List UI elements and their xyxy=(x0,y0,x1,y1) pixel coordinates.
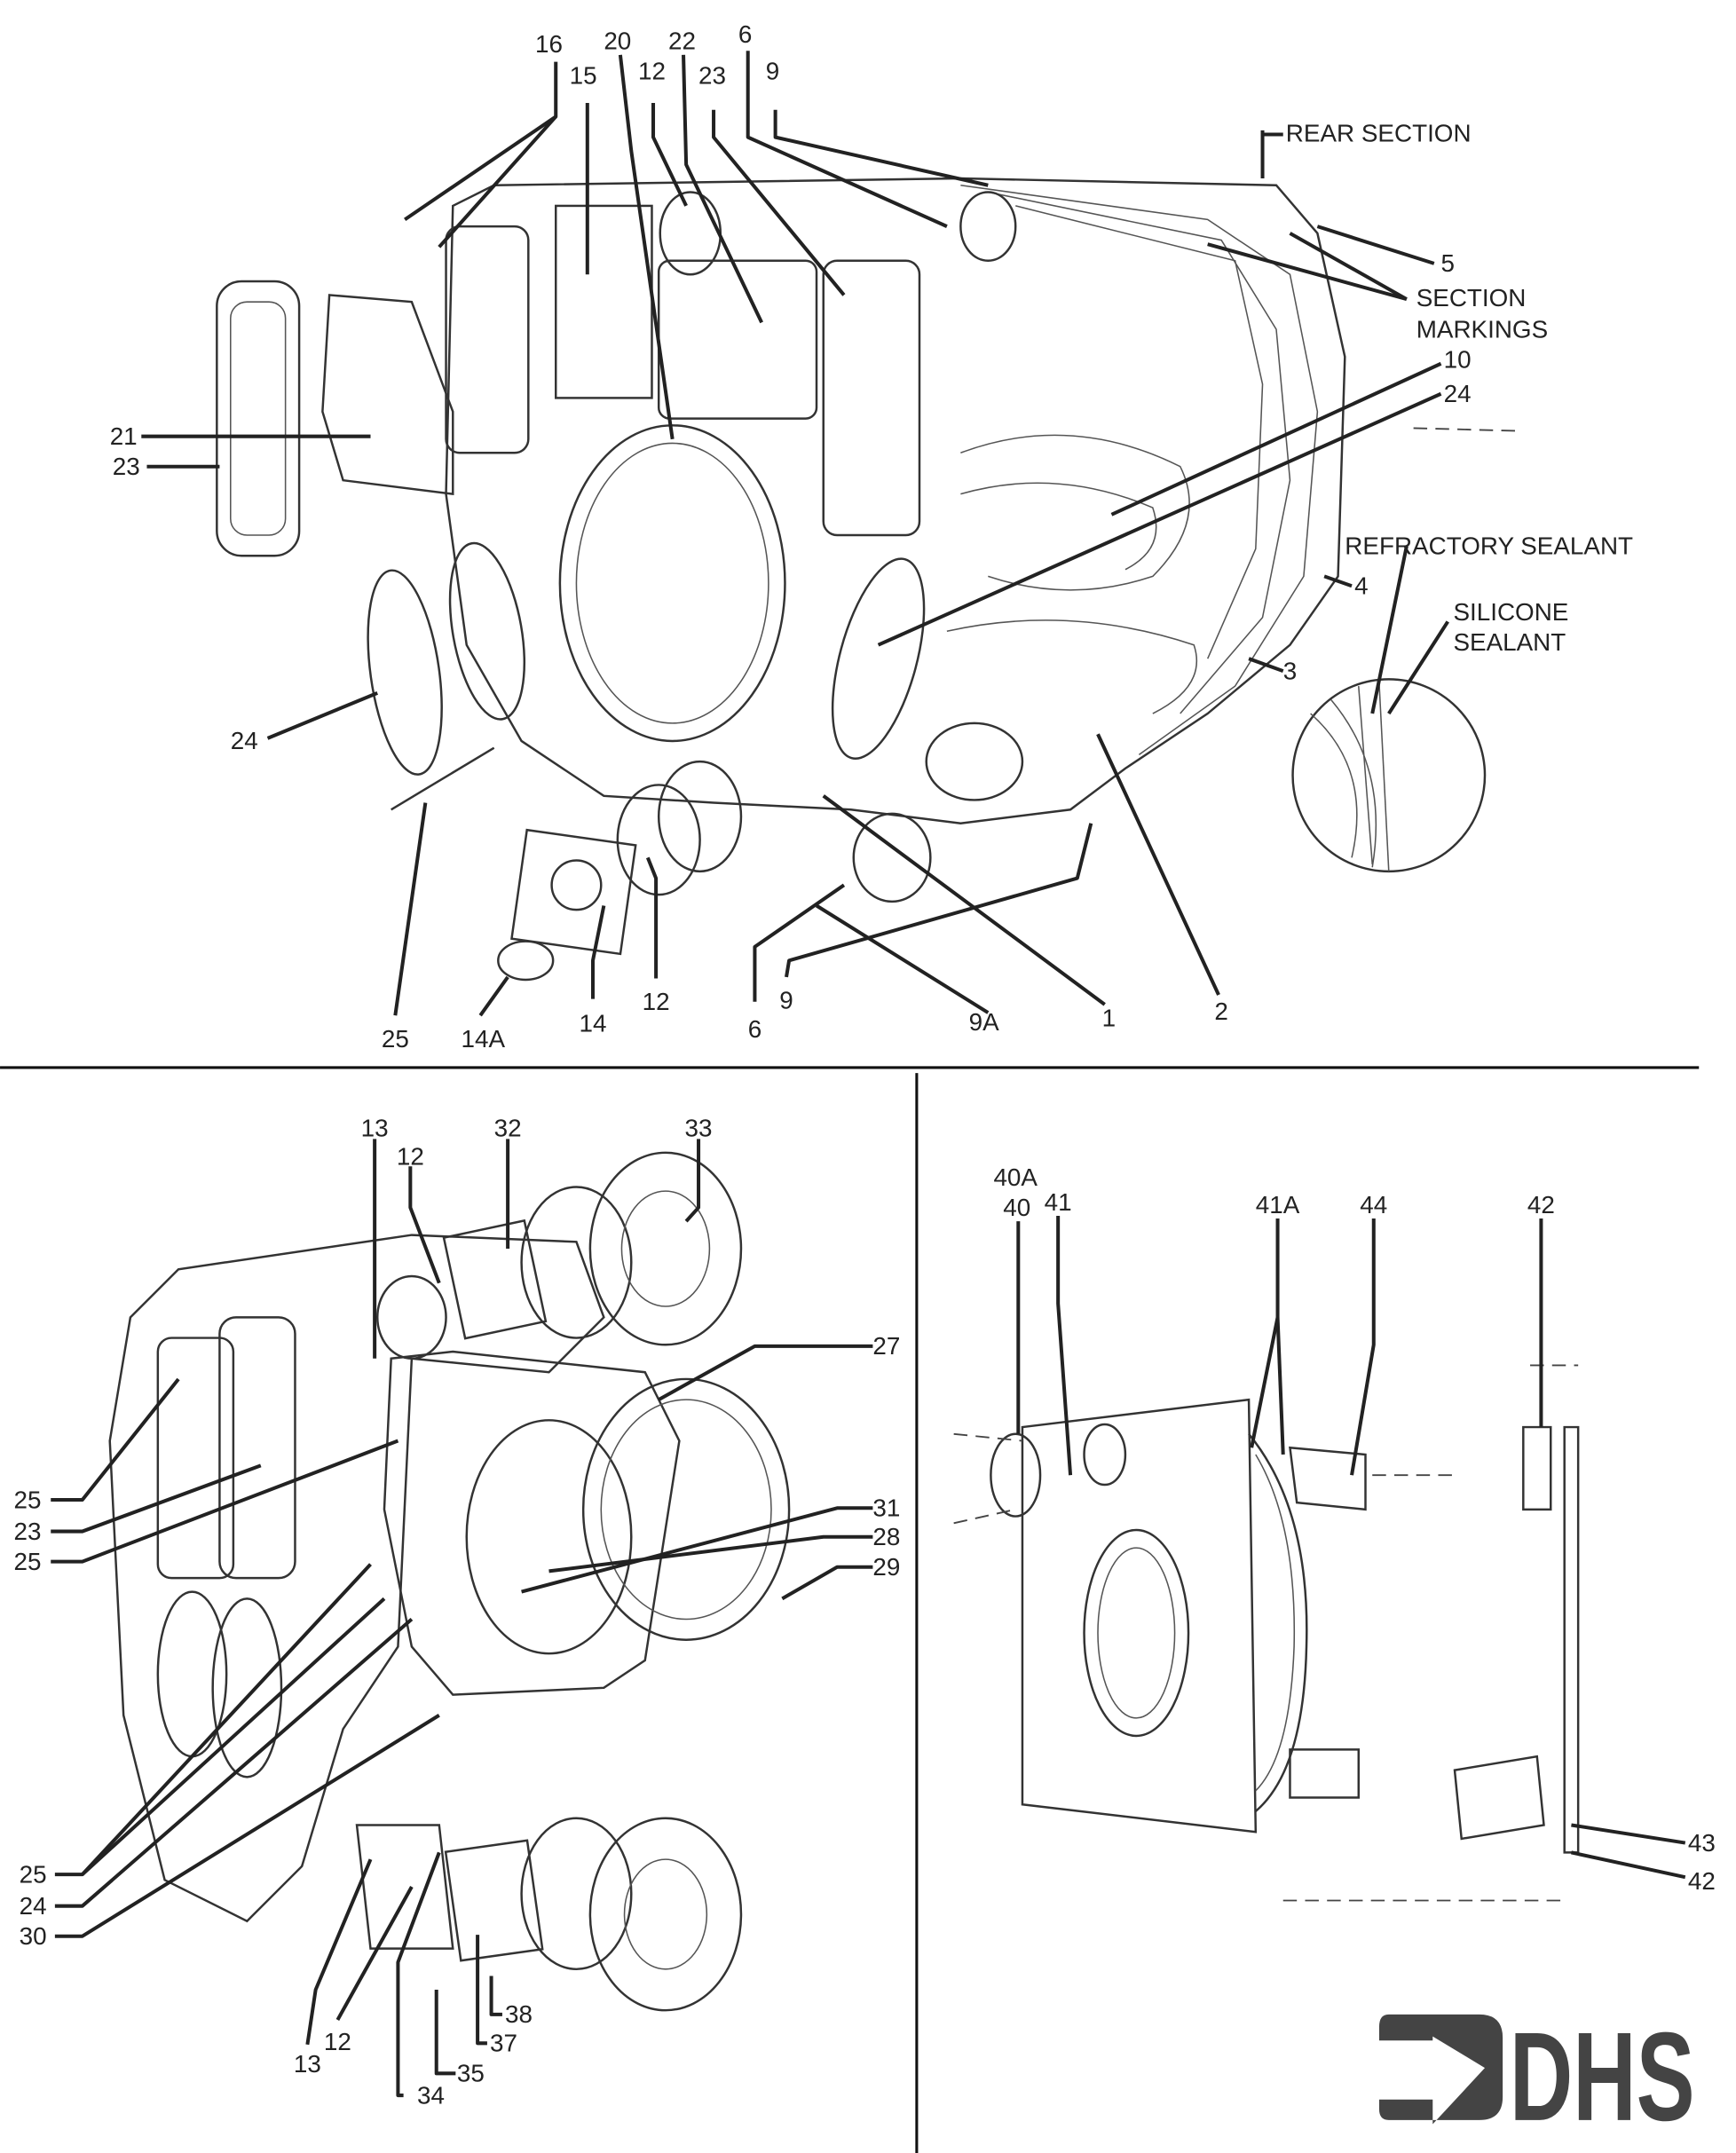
callout: 1 xyxy=(1102,1005,1116,1032)
callout: 13 xyxy=(294,2050,321,2078)
callout: 37 xyxy=(490,2030,517,2057)
bottom-right-panel-door-assembly xyxy=(953,1364,1580,1902)
svg-text:DHS: DHS xyxy=(1510,2007,1695,2148)
callout: 40 xyxy=(1003,1194,1030,1221)
callout: 9 xyxy=(766,58,779,85)
callout: 41 xyxy=(1045,1188,1072,1216)
callout: 42 xyxy=(1688,1867,1716,1895)
callout: 13 xyxy=(361,1114,389,1141)
callout: 41A xyxy=(1256,1191,1300,1218)
note-silicone-sealant: SEALANT xyxy=(1453,628,1566,656)
callout: 22 xyxy=(668,28,696,55)
callout: 25 xyxy=(382,1025,409,1053)
bottom-right-callouts: 40A 40 41 41A 44 42 43 42 xyxy=(993,1163,1715,1895)
callout: 40A xyxy=(993,1163,1038,1191)
callout: 6 xyxy=(738,20,752,48)
callout: 12 xyxy=(643,988,670,1015)
callout: 14A xyxy=(462,1025,506,1053)
callout: 31 xyxy=(872,1494,900,1522)
dhs-logo: DHS xyxy=(1378,2007,1695,2148)
callout: 43 xyxy=(1688,1829,1716,1857)
callout: 12 xyxy=(397,1143,424,1171)
callout: 23 xyxy=(698,61,726,89)
callout: 27 xyxy=(872,1332,900,1360)
callout: 10 xyxy=(1444,345,1472,373)
callout: 5 xyxy=(1441,249,1455,277)
callout: 35 xyxy=(457,2060,485,2087)
callout: 30 xyxy=(20,1922,47,1950)
top-callouts: 16 20 15 12 22 23 6 9 REAR SECTION 5 SEC… xyxy=(110,20,1633,1053)
note-section-markings: MARKINGS xyxy=(1416,315,1548,343)
callout: 42 xyxy=(1527,1191,1555,1218)
callout: 23 xyxy=(13,1518,41,1545)
callout: 2 xyxy=(1214,998,1227,1025)
callout: 20 xyxy=(604,28,631,55)
bottom-left-leader-lines xyxy=(51,1139,873,2098)
callout: 16 xyxy=(535,30,563,58)
callout: 3 xyxy=(1283,657,1297,684)
note-refractory-sealant: REFRACTORY SEALANT xyxy=(1345,532,1633,560)
callout: 24 xyxy=(20,1892,47,1920)
callout: 25 xyxy=(13,1548,41,1575)
callout: 9A xyxy=(969,1008,999,1036)
callout: 32 xyxy=(494,1114,522,1141)
callout: 25 xyxy=(20,1860,47,1888)
callout: 4 xyxy=(1354,572,1368,600)
callout: 44 xyxy=(1360,1191,1387,1218)
bottom-left-callouts: 13 12 32 33 27 25 23 25 31 28 29 25 24 3… xyxy=(13,1114,900,2109)
callout: 14 xyxy=(580,1010,607,1037)
bottom-left-panel-assembly xyxy=(108,1151,791,2012)
callout: 29 xyxy=(872,1553,900,1581)
note-silicone-sealant: SILICONE xyxy=(1453,598,1568,626)
bottom-right-leader-lines xyxy=(1016,1215,1686,1880)
callout: 24 xyxy=(231,727,258,754)
callout: 23 xyxy=(113,453,140,480)
callout: 21 xyxy=(110,422,138,450)
callout: 9 xyxy=(779,986,793,1013)
note-section-markings: SECTION xyxy=(1416,284,1527,312)
callout: 24 xyxy=(1444,380,1472,407)
callout: 6 xyxy=(748,1015,761,1043)
callout: 25 xyxy=(13,1486,41,1513)
callout: 15 xyxy=(570,61,597,89)
callout: 33 xyxy=(685,1114,713,1141)
callout: 38 xyxy=(505,2000,533,2028)
top-leader-lines xyxy=(141,51,1449,1017)
callout: 12 xyxy=(324,2028,351,2055)
callout: 12 xyxy=(638,58,666,85)
note-rear-section: REAR SECTION xyxy=(1286,119,1472,146)
sealant-detail-circle xyxy=(1291,678,1487,873)
top-panel-boiler-section xyxy=(216,177,1517,982)
callout: 34 xyxy=(417,2081,445,2109)
callout: 28 xyxy=(872,1523,900,1550)
